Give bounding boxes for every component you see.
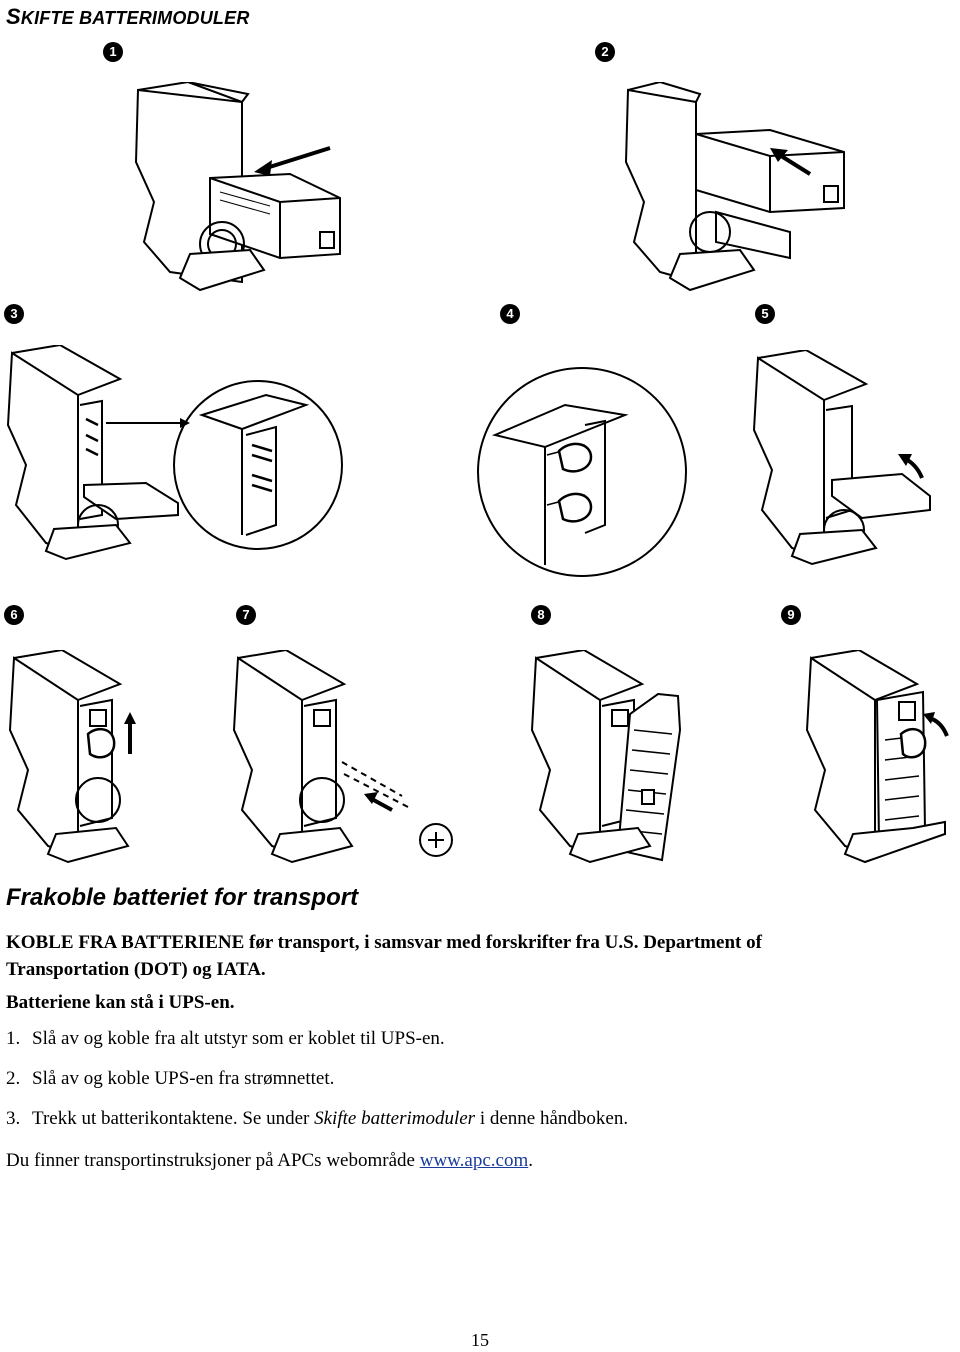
step-marker-8: 8	[531, 605, 551, 625]
step-marker-5: 5	[755, 304, 775, 324]
step-marker-3: 3	[4, 304, 24, 324]
transport-warning-line-1: KOBLE FRA BATTERIENE før transport, i sa…	[6, 932, 762, 953]
transport-warning-line-2: Transportation (DOT) og IATA.	[6, 959, 266, 980]
battery-connector-detail-figure-3	[6, 345, 343, 561]
transport-step-3: 3.Trekk ut batterikontaktene. Se under S…	[6, 1108, 629, 1129]
step-marker-2: 2	[595, 42, 615, 62]
step-marker-1: 1	[103, 42, 123, 62]
front-panel-install-figure-6	[8, 650, 136, 864]
step-marker-7: 7	[236, 605, 256, 625]
apc-website-link[interactable]: www.apc.com	[419, 1150, 529, 1171]
transport-step-2: 2.Slå av og koble UPS-en fra strømnettet…	[6, 1068, 335, 1089]
battery-connector-unplug-figure-4	[477, 367, 687, 577]
front-panel-screw-figure-7	[232, 650, 453, 864]
transport-warning-line-3: Batteriene kan stå i UPS-en.	[6, 992, 235, 1013]
ups-battery-insert-figure-2	[624, 82, 845, 292]
transport-footer-note: Du finner transportinstruksjoner på APCs…	[6, 1150, 533, 1171]
transport-section-title: Frakoble batteriet for transport	[6, 884, 359, 911]
front-bezel-closed-figure-9	[805, 650, 949, 864]
step-marker-9: 9	[781, 605, 801, 625]
step-marker-4: 4	[500, 304, 520, 324]
transport-step-1: 1.Slå av og koble fra alt utstyr som er …	[6, 1028, 445, 1049]
page-number: 15	[471, 1330, 489, 1350]
front-bezel-figure-8	[530, 650, 682, 864]
battery-removal-figure-5	[752, 350, 931, 566]
step-marker-6: 6	[4, 605, 24, 625]
section-heading: SKIFTE BATTERIMODULER	[6, 4, 250, 29]
ups-battery-insert-figure-1	[134, 82, 341, 292]
